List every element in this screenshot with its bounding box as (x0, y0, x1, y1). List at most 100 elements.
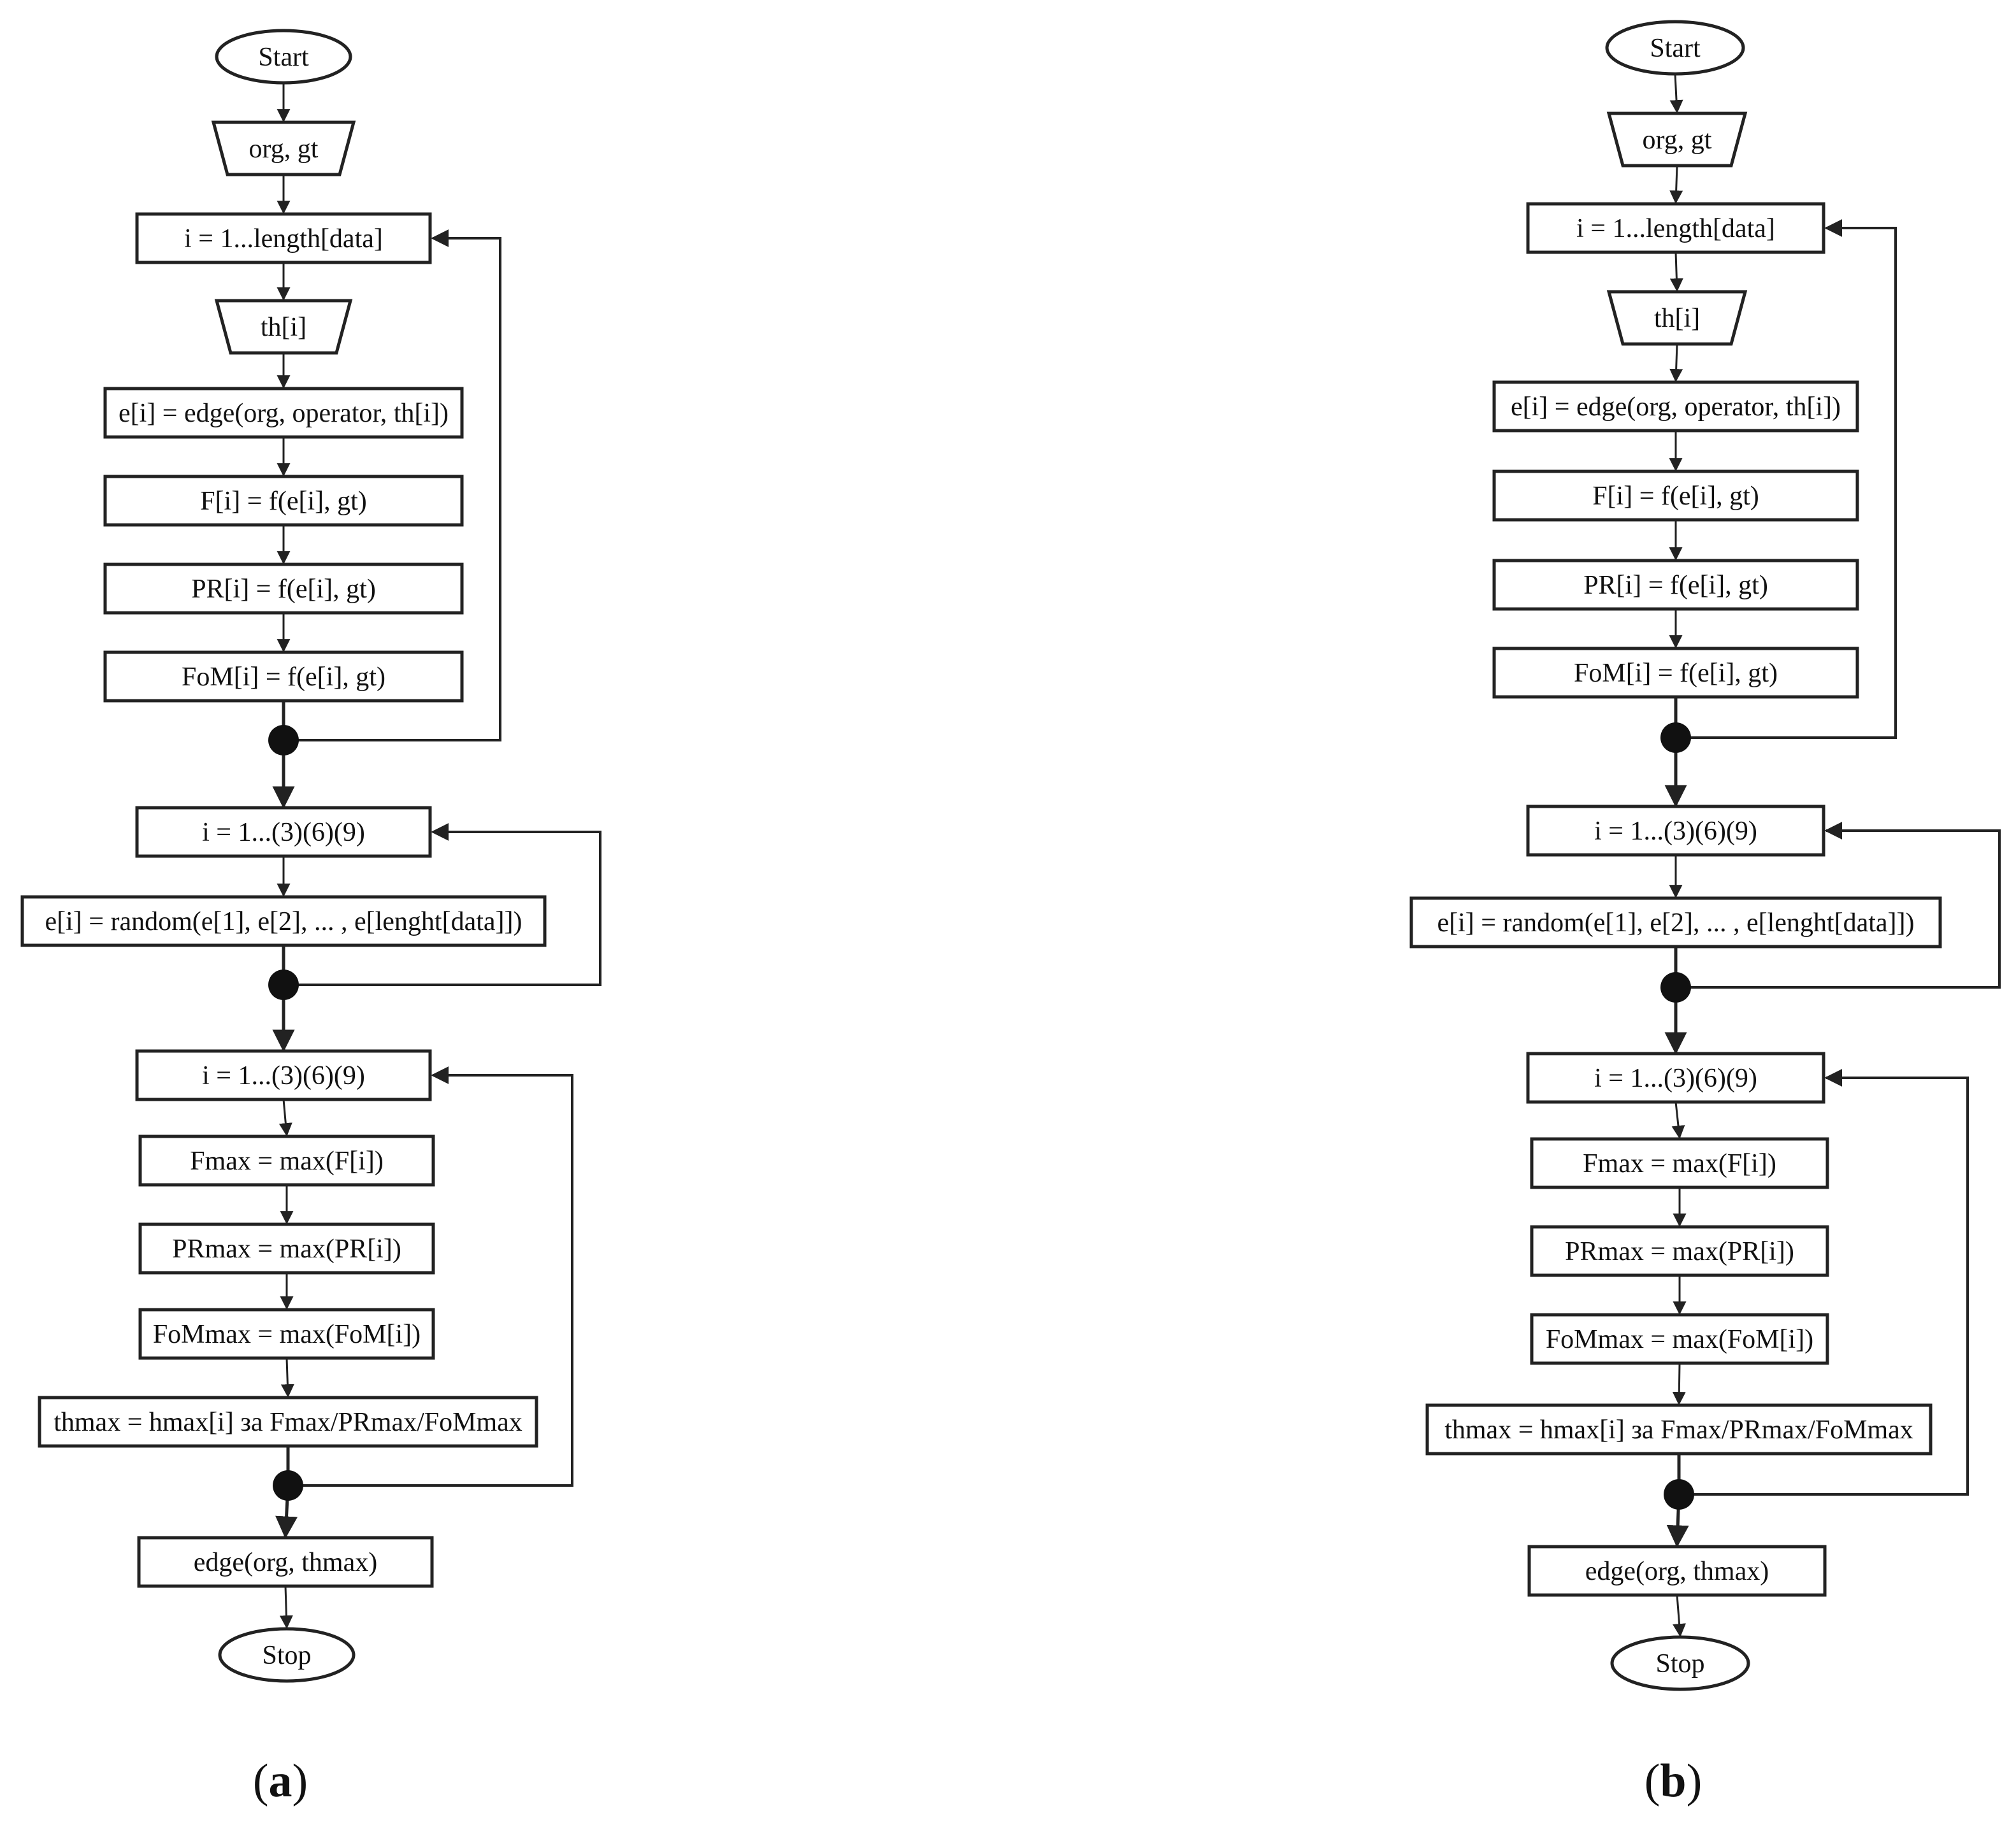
loop-back-arrow (288, 1066, 573, 1487)
node-label-thmax-hmax-i-fmax-prmax-fommax: thmax = hmax[i] за Fmax/PRmax/FoMmax (54, 1408, 522, 1437)
process-node (1527, 1545, 1827, 1597)
loop-junction (1664, 1479, 1694, 1510)
node-label-e-i-random-e-1-e-2-e-lenght-da: e[i] = random(e[1], e[2], ... , e[lenght… (45, 907, 522, 936)
flow-arrow (279, 1585, 293, 1629)
flow-arrow (278, 1099, 292, 1137)
stop-terminal (1610, 1635, 1750, 1691)
node-label-stop: Stop (262, 1641, 311, 1670)
process-node (1492, 647, 1859, 699)
process-node (103, 650, 464, 703)
input-node (1606, 111, 1748, 168)
loop-back-arrow (1679, 1069, 1969, 1496)
loop-back-arrow (1676, 822, 2001, 989)
process-node (20, 895, 547, 947)
flow-arrow (1669, 252, 1683, 292)
node-label-fommax-max-fom-i: FoMmax = max(FoM[i]) (1546, 1325, 1813, 1354)
process-node (135, 212, 432, 264)
flow-arrow (1672, 1363, 1686, 1406)
loop-junction (1660, 972, 1691, 1003)
caption-close-paren: ) (292, 1755, 308, 1807)
loop-back-arrow (284, 823, 601, 986)
process-node (1526, 1052, 1825, 1104)
node-label-th-i: th[i] (261, 313, 306, 342)
node-label-prmax-max-pr-i: PRmax = max(PR[i]) (1565, 1237, 1794, 1266)
process-node (1530, 1313, 1829, 1365)
node-label-fom-i-f-e-i-gt: FoM[i] = f(e[i], gt) (182, 662, 385, 692)
process-node (135, 1049, 432, 1101)
process-node (1492, 469, 1859, 522)
process-node (138, 1222, 435, 1275)
node-label-edge-org-thmax: edge(org, thmax) (1585, 1557, 1769, 1586)
flow-arrow (1669, 165, 1683, 204)
node-label-fmax-max-f-i: Fmax = max(F[i]) (1583, 1149, 1776, 1178)
process-node (1526, 202, 1825, 254)
node-label-pr-i-f-e-i-gt: PR[i] = f(e[i], gt) (191, 575, 376, 604)
flow-arrow (1671, 1101, 1685, 1140)
flow-arrow (280, 1357, 294, 1398)
node-label-i-1-length-data: i = 1...length[data] (1576, 214, 1775, 243)
process-node (1409, 896, 1942, 948)
process-node (1526, 805, 1825, 857)
loop-junction (268, 970, 299, 1000)
process-node (1425, 1403, 1933, 1456)
subfigure-caption: (b) (1645, 1755, 1702, 1807)
stop-terminal (218, 1627, 356, 1683)
caption-letter: a (269, 1755, 292, 1807)
caption-open-paren: ( (253, 1755, 269, 1807)
node-label-fmax-max-f-i: Fmax = max(F[i]) (190, 1147, 384, 1176)
process-node (138, 1134, 435, 1187)
input-node (214, 299, 353, 355)
flow-arrow (1669, 343, 1683, 383)
node-label-start: Start (1650, 34, 1701, 63)
node-label-i-1-3-6-9: i = 1...(3)(6)(9) (202, 1061, 365, 1091)
process-node (38, 1396, 538, 1448)
process-node (1530, 1137, 1829, 1189)
node-label-fom-i-f-e-i-gt: FoM[i] = f(e[i], gt) (1574, 659, 1778, 688)
process-node (138, 1308, 435, 1360)
subfigure-caption: (a) (253, 1755, 308, 1807)
node-label-th-i: th[i] (1654, 304, 1700, 333)
flow-arrow (1673, 1594, 1686, 1638)
node-label-i-1-3-6-9: i = 1...(3)(6)(9) (202, 818, 365, 847)
node-label-e-i-edge-org-operator-th-i: e[i] = edge(org, operator, th[i]) (1511, 392, 1841, 422)
process-node (1492, 380, 1859, 433)
node-label-prmax-max-pr-i: PRmax = max(PR[i]) (172, 1235, 401, 1264)
node-label-i-1-3-6-9: i = 1...(3)(6)(9) (1594, 817, 1757, 846)
node-label-org-gt: org, gt (1643, 125, 1712, 155)
process-node (103, 562, 464, 615)
caption-close-paren: ) (1687, 1755, 1703, 1807)
node-label-f-i-f-e-i-gt: F[i] = f(e[i], gt) (1592, 482, 1759, 511)
flow-arrow (1669, 73, 1683, 114)
input-node (1606, 290, 1748, 346)
node-label-i-1-length-data: i = 1...length[data] (184, 224, 383, 254)
loop-back-arrow (1676, 219, 1897, 739)
caption-letter: b (1660, 1755, 1686, 1807)
node-label-stop: Stop (1655, 1649, 1704, 1678)
node-label-thmax-hmax-i-fmax-prmax-fommax: thmax = hmax[i] за Fmax/PRmax/FoMmax (1444, 1415, 1913, 1445)
loop-junction (268, 725, 299, 755)
loop-junction (273, 1470, 303, 1501)
loop-back-arrow (284, 229, 501, 741)
process-node (103, 387, 464, 439)
process-node (103, 475, 464, 527)
process-node (135, 806, 432, 858)
node-label-f-i-f-e-i-gt: F[i] = f(e[i], gt) (200, 487, 367, 516)
node-label-edge-org-thmax: edge(org, thmax) (194, 1548, 377, 1577)
process-node (1530, 1225, 1829, 1277)
start-terminal (1605, 20, 1745, 76)
start-terminal (215, 29, 352, 85)
node-label-e-i-edge-org-operator-th-i: e[i] = edge(org, operator, th[i]) (119, 399, 449, 428)
input-node (211, 120, 356, 176)
process-node (1492, 559, 1859, 611)
flowchart-a: Start org, gt i = 1...length[data] th[i] e[i… (20, 29, 601, 1807)
node-label-start: Start (258, 43, 309, 72)
flowchart-b: Start org, gt i = 1...length[data] th[i] e[i… (1409, 20, 2001, 1807)
node-label-org-gt: org, gt (249, 134, 319, 164)
caption-open-paren: ( (1645, 1755, 1660, 1807)
loop-junction (1660, 722, 1691, 753)
node-label-fommax-max-fom-i: FoMmax = max(FoM[i]) (153, 1320, 421, 1349)
node-label-e-i-random-e-1-e-2-e-lenght-da: e[i] = random(e[1], e[2], ... , e[lenght… (1437, 908, 1915, 938)
node-label-i-1-3-6-9: i = 1...(3)(6)(9) (1594, 1064, 1757, 1093)
node-label-pr-i-f-e-i-gt: PR[i] = f(e[i], gt) (1583, 571, 1768, 600)
